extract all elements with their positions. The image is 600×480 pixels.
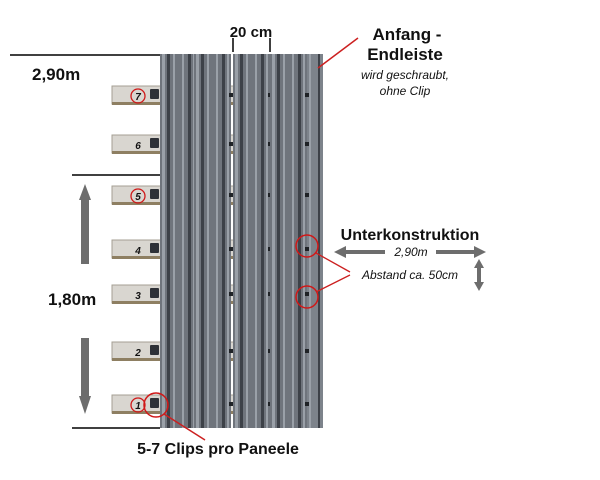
clips-per-panel-label: 5-7 Clips pro Paneele bbox=[137, 441, 299, 458]
deck-board-4 bbox=[270, 54, 309, 428]
abstand-pointer-2 bbox=[315, 274, 351, 293]
joist-number-3: 3 bbox=[135, 291, 141, 302]
clip-4 bbox=[150, 243, 159, 253]
clip-6 bbox=[150, 138, 159, 148]
joist-number-2: 2 bbox=[134, 348, 141, 359]
joist-number-circle-1 bbox=[130, 397, 146, 413]
clip-highlight-joist-1 bbox=[143, 392, 169, 418]
deck-boards-group bbox=[160, 54, 323, 428]
clip-3 bbox=[150, 288, 159, 298]
joist-number-6: 6 bbox=[135, 141, 141, 152]
start-end-strip bbox=[305, 54, 323, 428]
joist-number-4: 4 bbox=[134, 246, 141, 257]
unterkonstruktion-length-label: 2,90m bbox=[393, 245, 427, 259]
joist-number-5: 5 bbox=[135, 192, 141, 203]
span-arrow-down bbox=[79, 396, 91, 414]
abstand-label: Abstand ca. 50cm bbox=[361, 268, 458, 282]
deck-board-3 bbox=[233, 54, 272, 428]
anfang-title-1: Anfang - bbox=[373, 25, 442, 44]
anfang-note-2: ohne Clip bbox=[380, 84, 431, 98]
anfang-note-1: wird geschraubt, bbox=[361, 68, 449, 82]
abstand-pointer-1 bbox=[315, 252, 351, 273]
unterkonstruktion-label: Unterkonstruktion bbox=[341, 227, 480, 244]
unterkonstruktion-length-arrow bbox=[334, 246, 486, 258]
abstand-arrow bbox=[474, 259, 484, 291]
anfang-pointer bbox=[317, 37, 359, 69]
width-marker: 20 cm bbox=[230, 24, 273, 52]
clip-2 bbox=[150, 345, 159, 355]
clip-1 bbox=[150, 398, 159, 408]
joist-number-1: 1 bbox=[135, 401, 141, 412]
clip-highlight-upper bbox=[295, 234, 319, 258]
deck-board-2 bbox=[194, 54, 233, 428]
anfang-title-2: Endleiste bbox=[367, 45, 443, 64]
span-arrow bbox=[79, 184, 91, 414]
span-arrow-up bbox=[79, 184, 91, 200]
clip-7 bbox=[150, 89, 159, 99]
clips-pointer bbox=[163, 413, 206, 441]
deck-board-1 bbox=[160, 54, 199, 428]
joist-number-7: 7 bbox=[135, 92, 141, 103]
span-label: 1,80m bbox=[48, 290, 96, 309]
clip-5 bbox=[150, 189, 159, 199]
clip-highlight-lower bbox=[295, 285, 319, 309]
total-length-label: 2,90m bbox=[32, 65, 80, 84]
joist-number-circle-7 bbox=[130, 88, 146, 104]
width-label: 20 cm bbox=[230, 24, 273, 41]
joist-number-circle-5 bbox=[130, 188, 146, 204]
